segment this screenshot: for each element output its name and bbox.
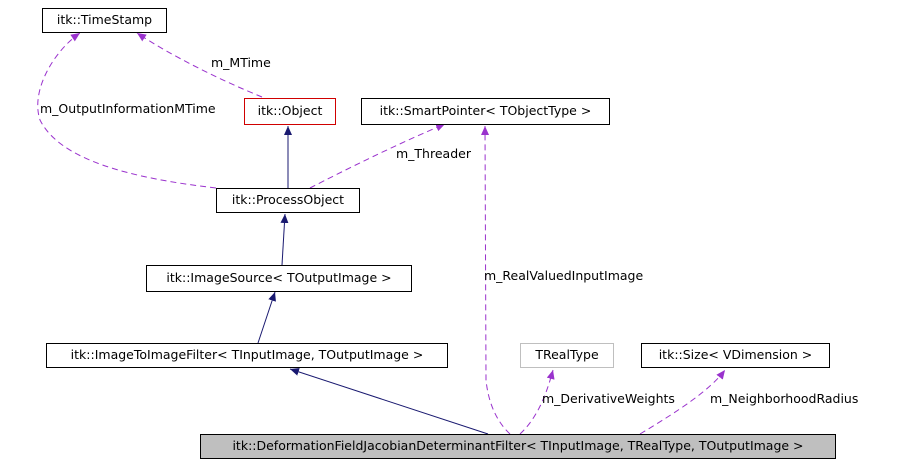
node-trealtype[interactable]: TRealType — [520, 343, 614, 368]
node-object[interactable]: itk::Object — [244, 98, 336, 125]
edge-label-m-mtime: m_MTime — [211, 55, 271, 70]
edge-target-to-size — [639, 369, 726, 435]
node-target-label: itk::DeformationFieldJacobianDeterminant… — [232, 438, 804, 454]
edge-imagetoimagefilter-to-imagesource — [257, 291, 276, 344]
node-size-label: itk::Size< VDimension > — [658, 347, 813, 363]
node-object-label: itk::Object — [257, 103, 323, 119]
edge-label-m-neighborhoodradius: m_NeighborhoodRadius — [710, 391, 859, 406]
node-smartpointer[interactable]: itk::SmartPointer< TObjectType > — [361, 98, 610, 125]
node-size[interactable]: itk::Size< VDimension > — [641, 343, 830, 368]
edge-label-m-outputinformationmtime: m_OutputInformationMTime — [40, 101, 216, 116]
edge-processobject-to-smartpointer — [309, 123, 446, 189]
edge-label-m-threader: m_Threader — [396, 146, 471, 161]
node-timestamp-label: itk::TimeStamp — [56, 12, 153, 28]
node-processobject[interactable]: itk::ProcessObject — [216, 188, 360, 213]
node-trealtype-label: TRealType — [535, 347, 599, 363]
edge-object-to-timestamp — [136, 32, 263, 98]
edge-target-to-smartpointer — [481, 125, 511, 435]
edge-target-to-imagetoimagefilter — [289, 368, 489, 435]
node-processobject-label: itk::ProcessObject — [231, 192, 345, 208]
node-imagesource[interactable]: itk::ImageSource< TOutputImage > — [146, 265, 412, 292]
node-imagetoimagefilter[interactable]: itk::ImageToImageFilter< TInputImage, TO… — [46, 343, 448, 368]
node-target[interactable]: itk::DeformationFieldJacobianDeterminant… — [200, 434, 836, 459]
edge-target-to-trealtype — [519, 369, 555, 435]
node-imagesource-label: itk::ImageSource< TOutputImage > — [166, 270, 392, 286]
edge-processobject-to-timestamp — [37, 32, 217, 189]
edge-imagesource-to-processobject — [280, 213, 289, 266]
node-smartpointer-label: itk::SmartPointer< TObjectType > — [379, 103, 592, 119]
edge-label-m-realvaluedinputimage: m_RealValuedInputImage — [484, 268, 644, 283]
node-imagetoimagefilter-label: itk::ImageToImageFilter< TInputImage, TO… — [70, 347, 424, 363]
edge-label-m-derivativeweights: m_DerivativeWeights — [542, 391, 675, 406]
node-timestamp[interactable]: itk::TimeStamp — [42, 8, 167, 33]
